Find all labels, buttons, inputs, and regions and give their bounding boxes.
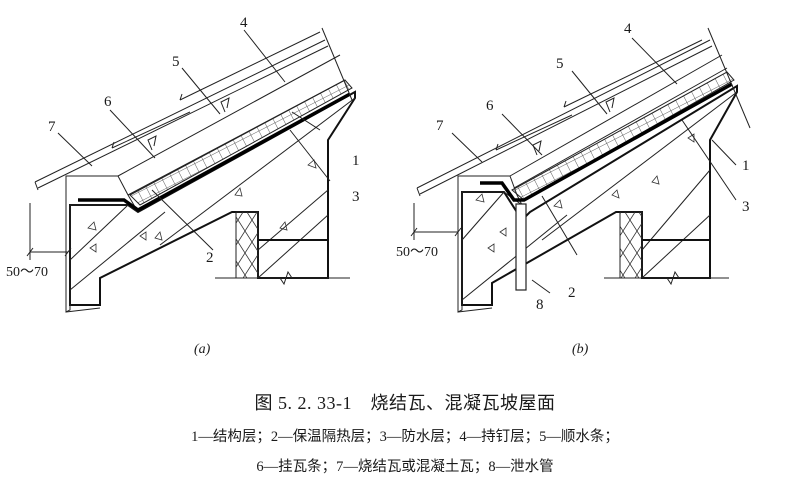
eave-block-a <box>65 175 139 313</box>
callout-2-b: 2 <box>568 285 576 301</box>
dimension-line-a <box>26 203 72 260</box>
callout-6-b: 6 <box>486 98 494 114</box>
panel-a-label: (a) <box>194 342 211 357</box>
callout-3-b: 3 <box>742 199 750 215</box>
roof-section-drawings: 50～70 4 5 6 7 1 3 2 <box>6 15 751 313</box>
waterproof-layer-b <box>480 82 733 202</box>
insulation-layer-a <box>129 79 353 206</box>
panel-b-label: (b) <box>572 342 589 357</box>
dimension-line-b <box>410 203 462 240</box>
insulation-layer-b <box>511 71 735 201</box>
waterproof-layer-a <box>78 92 351 213</box>
panel-a-drawing: 50～70 4 5 6 7 1 3 2 <box>6 15 360 313</box>
legend-line-2: 6—挂瓦条；7—烧结瓦或混凝土瓦；8—泄水管 <box>256 459 554 475</box>
callout-7-b: 7 <box>436 118 444 134</box>
structure-slab-b <box>461 84 738 306</box>
callout-3-a: 3 <box>352 189 360 205</box>
nail-layer-a <box>117 54 346 196</box>
callout-4-a: 4 <box>240 15 248 31</box>
callout-1-b: 1 <box>742 158 750 174</box>
dimension-text-a: 50～70 <box>6 265 48 280</box>
insulation-wall-b <box>619 211 643 279</box>
callout-4-b: 4 <box>624 21 632 37</box>
callout-8-b: 8 <box>536 297 544 313</box>
drain-pipe-b <box>515 203 527 291</box>
callout-5-b: 5 <box>556 56 564 72</box>
nail-layer-b <box>509 54 728 189</box>
panel-b-drawing: 50～70 4 5 6 7 1 3 2 8 <box>396 21 751 313</box>
concrete-aggregate-a <box>87 159 317 253</box>
tile-layer-a <box>34 39 329 191</box>
dimension-text-b: 50～70 <box>396 245 438 260</box>
figure-title: 图 5. 2. 33-1 烧结瓦、混凝瓦坡屋面 <box>254 393 556 413</box>
callout-1-a: 1 <box>352 153 360 169</box>
callout-6-a: 6 <box>104 94 112 110</box>
insulation-wall-a <box>235 211 259 279</box>
legend-line-1: 1—结构层；2—保温隔热层；3—防水层；4—持钉层；5—顺水条； <box>191 429 619 445</box>
callout-7-a: 7 <box>48 119 56 135</box>
callout-2-a: 2 <box>206 250 214 266</box>
callout-5-a: 5 <box>172 54 180 70</box>
